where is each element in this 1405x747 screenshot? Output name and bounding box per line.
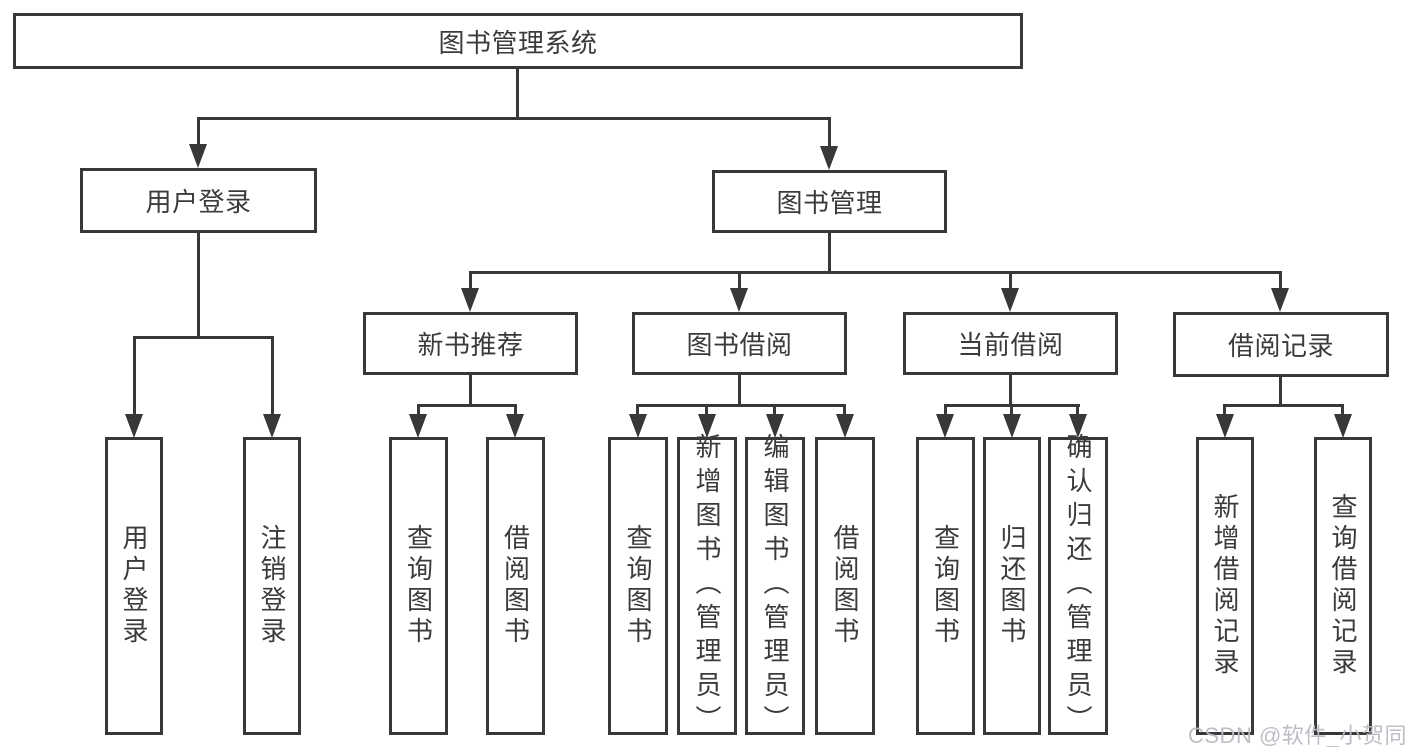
connector-line	[636, 404, 639, 417]
leaf-records-add-record: 新增借阅记录	[1196, 437, 1254, 735]
leaf-label: 新增图书（管理员）	[692, 433, 722, 739]
connector-line	[469, 375, 472, 407]
connector-line	[738, 375, 741, 407]
connector-line	[469, 271, 472, 291]
arrow-down-icon	[125, 414, 143, 438]
node-book-mgmt: 图书管理	[712, 170, 947, 233]
leaf-label: 归还图书	[997, 524, 1027, 648]
connector-line	[1279, 377, 1282, 407]
arrow-down-icon	[936, 414, 954, 438]
connector-line	[1279, 271, 1282, 291]
leaf-label: 查询图书	[623, 524, 653, 648]
leaf-borrow-query-books: 查询图书	[608, 437, 668, 735]
connector-line	[271, 336, 274, 418]
node-root: 图书管理系统	[13, 13, 1023, 69]
connector-line	[514, 404, 517, 417]
connector-line	[1009, 375, 1012, 407]
arrow-down-icon	[263, 414, 281, 438]
leaf-label: 注销登录	[257, 524, 287, 648]
leaf-label: 借阅图书	[830, 524, 860, 648]
leaf-current-confirm-return-admin: 确认归还（管理员）	[1048, 433, 1108, 739]
arrow-down-icon	[1001, 288, 1019, 312]
node-label: 图书管理系统	[438, 27, 598, 58]
connector-line	[417, 404, 517, 407]
leaf-label: 查询借阅记录	[1328, 493, 1358, 679]
leaf-newbooks-borrow-books: 借阅图书	[486, 437, 545, 735]
node-current-borrow: 当前借阅	[903, 312, 1118, 375]
node-label: 新书推荐	[417, 330, 524, 360]
arrow-down-icon	[1069, 414, 1087, 438]
leaf-label: 查询图书	[930, 524, 961, 648]
node-borrow-records: 借阅记录	[1173, 312, 1389, 377]
connector-line	[1223, 404, 1344, 407]
node-label: 借阅记录	[1227, 331, 1334, 361]
arrow-down-icon	[461, 288, 479, 312]
node-new-books: 新书推荐	[363, 312, 578, 375]
connector-line	[843, 404, 846, 417]
arrow-down-icon	[1003, 414, 1021, 438]
arrow-down-icon	[409, 414, 427, 438]
node-user-login: 用户登录	[80, 168, 317, 233]
connector-line	[133, 336, 136, 418]
leaf-current-return-books: 归还图书	[983, 437, 1041, 735]
leaf-logout: 注销登录	[243, 437, 301, 735]
connector-line	[705, 404, 708, 417]
arrow-down-icon	[730, 288, 748, 312]
leaf-current-query-books: 查询图书	[916, 437, 975, 735]
leaf-borrow-add-books-admin: 新增图书（管理员）	[677, 433, 737, 739]
arrow-down-icon	[836, 414, 854, 438]
arrow-down-icon	[1216, 414, 1234, 438]
node-label: 当前借阅	[957, 330, 1064, 360]
connector-line	[197, 117, 831, 120]
node-book-borrow: 图书借阅	[632, 312, 847, 375]
arrow-down-icon	[820, 146, 838, 170]
connector-line	[1009, 271, 1012, 291]
connector-line	[828, 117, 831, 151]
connector-line	[197, 233, 200, 337]
connector-line	[469, 271, 1282, 274]
leaf-records-query-record: 查询借阅记录	[1314, 437, 1372, 735]
connector-line	[773, 404, 776, 417]
connector-line	[516, 69, 519, 118]
connector-line	[197, 117, 200, 149]
leaf-borrow-borrow-books: 借阅图书	[815, 437, 875, 735]
arrow-down-icon	[766, 414, 784, 438]
arrow-down-icon	[1271, 288, 1289, 312]
connector-line	[1076, 404, 1079, 417]
arrow-down-icon	[629, 414, 647, 438]
leaf-newbooks-query-books: 查询图书	[389, 437, 448, 735]
arrow-down-icon	[189, 144, 207, 168]
leaf-label: 新增借阅记录	[1210, 493, 1240, 679]
leaf-user-login: 用户登录	[105, 437, 163, 735]
connector-line	[1341, 404, 1344, 417]
leaf-label: 用户登录	[119, 524, 149, 648]
connector-line	[828, 233, 831, 274]
leaf-label: 编辑图书（管理员）	[760, 433, 790, 739]
connector-line	[636, 404, 846, 407]
node-label: 图书管理	[776, 188, 883, 218]
connector-line	[1010, 404, 1013, 417]
connector-line	[944, 404, 947, 417]
leaf-borrow-edit-books-admin: 编辑图书（管理员）	[745, 433, 805, 739]
node-label: 图书借阅	[686, 330, 793, 360]
leaf-label: 确认归还（管理员）	[1063, 433, 1093, 739]
connector-line	[1223, 404, 1226, 417]
node-label: 用户登录	[145, 187, 252, 217]
connector-line	[417, 404, 420, 417]
arrow-down-icon	[1334, 414, 1352, 438]
arrow-down-icon	[698, 414, 716, 438]
watermark: CSDN @软件_小贺同学	[1188, 723, 1405, 747]
connector-line	[738, 271, 741, 291]
connector-line	[133, 336, 274, 339]
arrow-down-icon	[506, 414, 524, 438]
leaf-label: 查询图书	[403, 524, 434, 648]
leaf-label: 借阅图书	[500, 524, 531, 648]
